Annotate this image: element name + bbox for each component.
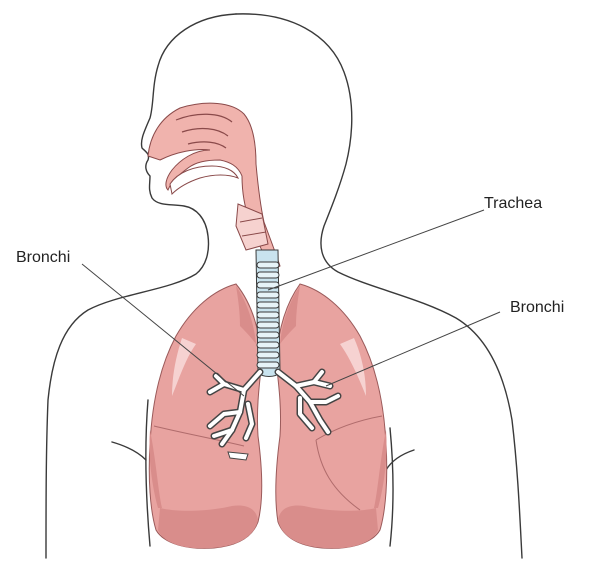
trachea-cartilage-ring xyxy=(257,362,279,368)
upper-airway xyxy=(148,103,280,270)
label-bronchi-left: Bronchi xyxy=(16,249,70,266)
trachea-cartilage-ring xyxy=(257,332,279,338)
trachea-cartilage-ring xyxy=(257,272,279,278)
trachea-cartilage-ring xyxy=(257,322,279,328)
trachea-cartilage-ring xyxy=(257,302,279,308)
trachea xyxy=(256,250,280,377)
trachea-cartilage-ring xyxy=(257,292,279,298)
trachea-cartilage-ring xyxy=(257,262,279,268)
leader-line-trachea xyxy=(268,210,484,290)
trachea-cartilage-ring xyxy=(257,312,279,318)
trachea-cartilage-ring xyxy=(257,342,279,348)
label-bronchi-right: Bronchi xyxy=(510,299,564,316)
label-trachea: Trachea xyxy=(484,195,542,212)
trachea-cartilage-ring xyxy=(257,352,279,358)
